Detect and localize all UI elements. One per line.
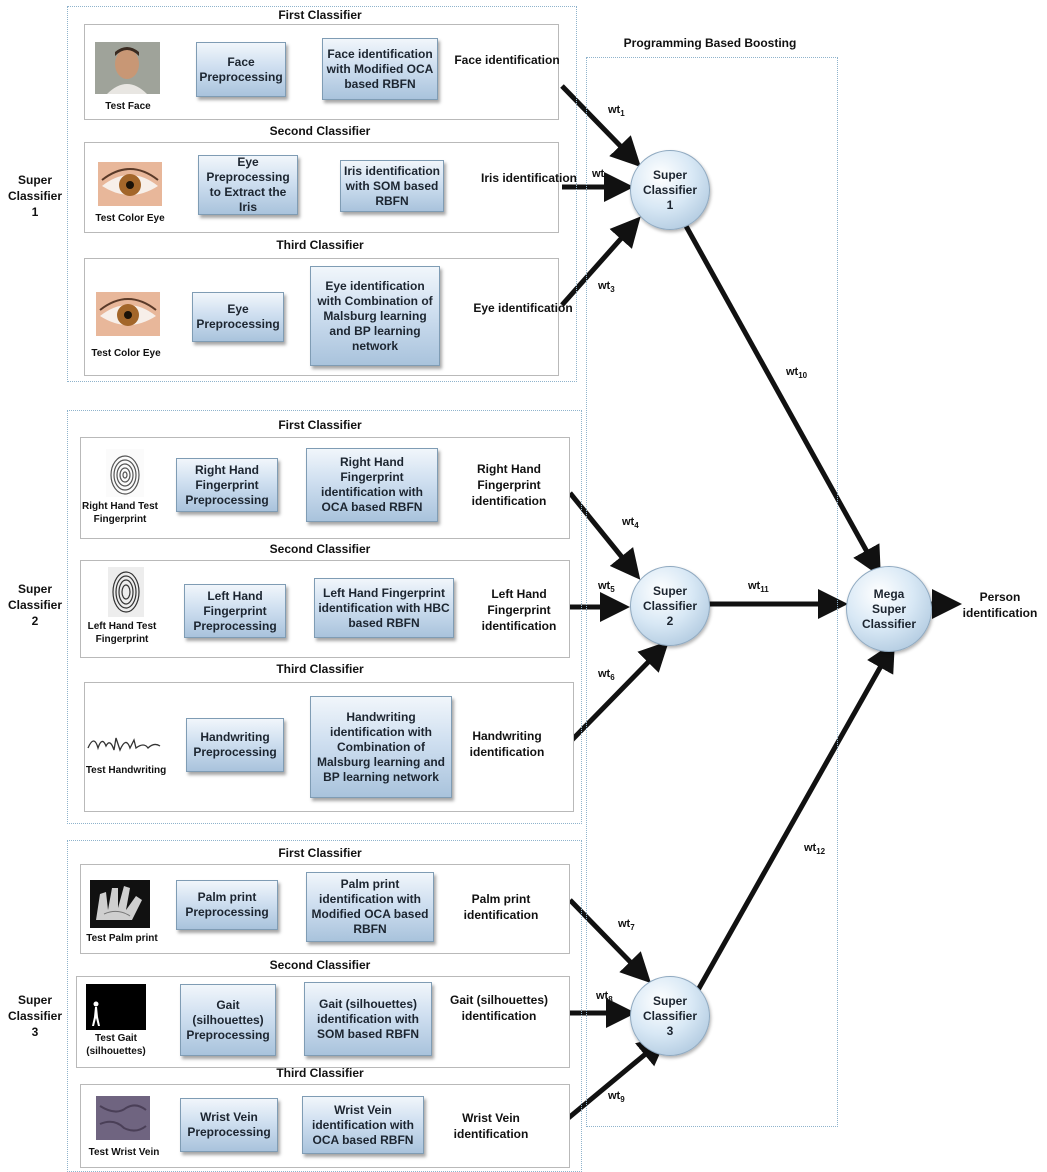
preprocessing-box: Gait (silhouettes) Preprocessing [180,984,276,1056]
super-classifier-1-group [67,6,577,382]
weight-label-wt5: wt5 [598,580,615,595]
weight-label-wt1: wt1 [608,104,625,119]
signature-image-icon [87,737,161,752]
preprocessing-box: Eye Preprocessing to Extract the Iris [198,155,298,215]
identification-box: Face identification with Modified OCA ba… [322,38,438,100]
classifier-title: Third Classifier [276,1066,364,1080]
identification-box: Handwriting identification with Combinat… [310,696,452,798]
output-label: Face identification [454,53,560,67]
fingerprint-image-icon [106,449,144,497]
person-identification-output: Person identification [962,590,1038,620]
classifier-box [84,24,559,120]
identification-box: Wrist Vein identification with OCA based… [302,1096,424,1154]
output-label: Palm print identification [463,892,539,922]
gait-silhouette-image-icon [86,984,146,1030]
super-classifier-3-node: Super Classifier 3 [630,976,710,1056]
identification-box: Palm print identification with Modified … [306,872,434,942]
preprocessing-box: Eye Preprocessing [192,292,284,342]
input-label: Test Face [105,101,151,112]
super-classifier-1-node: Super Classifier 1 [630,150,710,230]
weight-label-wt2: wt2 [592,168,609,183]
identification-box: Iris identification with SOM based RBFN [340,160,444,212]
output-label: Gait (silhouettes) identification [449,993,548,1023]
eye-photo-icon [96,292,160,336]
wrist-vein-image-icon [96,1096,150,1140]
classifier-title: Second Classifier [269,958,371,972]
weight-label-wt3: wt3 [598,280,615,295]
classifier-title: First Classifier [278,846,362,860]
preprocessing-box: Right Hand Fingerprint Preprocessing [176,458,278,512]
classifier-title: Third Classifier [276,238,364,252]
identification-box: Left Hand Fingerprint identification wit… [314,578,454,638]
weight-label-wt11: wt11 [748,580,769,595]
output-label: Right Hand Fingerprint identification [471,462,547,508]
input-label: Left Hand Test Fingerprint [87,621,157,645]
classifier-title: Second Classifier [269,542,371,556]
input-label: Test Wrist Vein [88,1147,160,1158]
output-label: Iris identification [480,171,577,185]
weight-label-wt9: wt9 [608,1090,625,1105]
boosting-region [586,57,838,1127]
mega-super-classifier-node: Mega Super Classifier [846,566,932,652]
classifier-title: First Classifier [278,8,362,22]
classifier-title: Third Classifier [276,662,364,676]
input-label: Test Color Eye [91,348,161,359]
fingerprint-image-icon [108,567,144,617]
preprocessing-box: Palm print Preprocessing [176,880,278,930]
super-classifier-2-node: Super Classifier 2 [630,566,710,646]
input-label: Test Palm print [86,933,158,944]
preprocessing-box: Face Preprocessing [196,42,286,97]
eye-photo-icon [98,162,162,206]
weight-label-wt8: wt8 [596,990,613,1005]
weight-label-wt12: wt12 [804,842,826,857]
input-label: Right Hand Test Fingerprint [82,501,158,525]
weight-label-wt7: wt7 [618,918,635,933]
input-label: Test Gait (silhouettes) [86,1033,146,1057]
identification-box: Eye identification with Combination of M… [310,266,440,366]
output-label: Handwriting identification [469,729,545,759]
super-classifier-2-group [67,410,582,824]
boosting-title: Programming Based Boosting [623,36,797,50]
preprocessing-box: Wrist Vein Preprocessing [180,1098,278,1152]
palm-image-icon [90,880,150,928]
identification-box: Right Hand Fingerprint identification wi… [306,448,438,522]
preprocessing-box: Handwriting Preprocessing [186,718,284,772]
preprocessing-box: Left Hand Fingerprint Preprocessing [184,584,286,638]
output-label: Eye identification [473,301,573,315]
output-label: Left Hand Fingerprint identification [481,587,557,633]
weight-label-wt6: wt6 [598,668,615,683]
input-label: Test Handwriting [85,765,167,776]
classifier-box [84,142,559,233]
input-label: Test Color Eye [95,213,165,224]
classifier-title: Second Classifier [269,124,371,138]
weight-label-wt4: wt4 [622,516,639,531]
weight-label-wt10: wt10 [786,366,808,381]
classifier-title: First Classifier [278,418,362,432]
output-label: Wrist Vein identification [453,1111,529,1141]
identification-box: Gait (silhouettes) identification with S… [304,982,432,1056]
face-photo-icon [95,42,160,94]
